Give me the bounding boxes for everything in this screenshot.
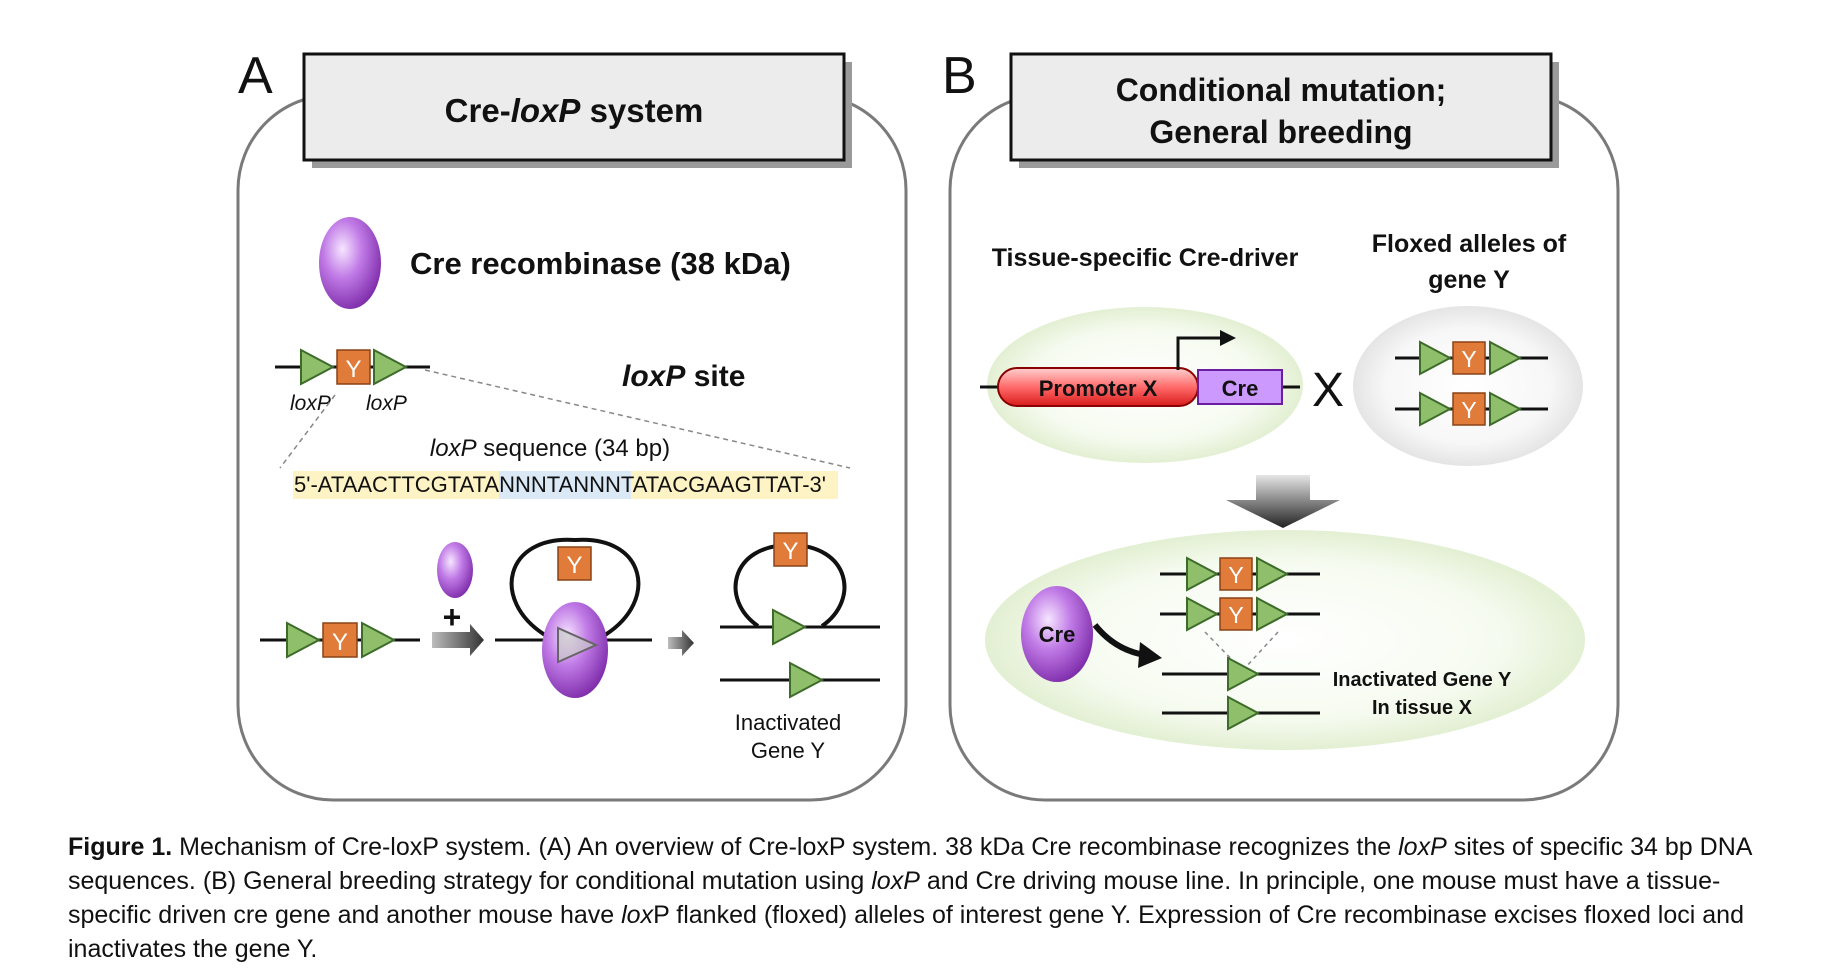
- offspring-floxed-allele-2: Y: [1160, 596, 1320, 632]
- caption-italic-3: lox: [621, 901, 654, 929]
- figure-diagram: A Cre-loxP system Cre recombinase (38 kD…: [236, 47, 1620, 802]
- panel-b-title-box: [1009, 52, 1553, 162]
- transcription-start-arrow: [1176, 336, 1222, 370]
- zoom-line-left: [279, 394, 336, 469]
- loxp-site-label: loxP site: [622, 360, 745, 393]
- reaction-arrow-2: [668, 630, 694, 656]
- substrate-gene-y: Y: [332, 629, 348, 656]
- excised-products: Y: [720, 532, 880, 699]
- floxed-alleles-ellipse: [1353, 306, 1583, 466]
- loxp-triangle-left: [300, 348, 336, 386]
- panel-a: A Cre-loxP system Cre recombinase (38 kD…: [236, 47, 908, 802]
- reaction-arrow-1: [432, 624, 484, 656]
- gene-y-box: [336, 349, 371, 385]
- panel-a-inactivated-line1: Inactivated: [735, 710, 841, 735]
- loxp-triangle-right: [373, 348, 409, 386]
- cre-gene-box: [1197, 369, 1283, 405]
- caption-text-1: Mechanism of Cre-loxP system. (A) An ove…: [172, 833, 1399, 861]
- inactivated-allele-2: [1162, 695, 1320, 731]
- caption-text-3: and Cre driving mouse line. In principle…: [68, 867, 1721, 929]
- floxed-allele-1: Y: [1395, 340, 1548, 376]
- cre-gene-label: Cre: [1222, 376, 1259, 401]
- intermediate-gene-y: Y: [566, 552, 582, 579]
- floxed-substrate: Y: [260, 621, 420, 659]
- offspring-cre-oval: [1021, 586, 1093, 682]
- excision-dash-right: [1244, 631, 1279, 669]
- caption-text-4: P flanked (floxed) alleles of interest g…: [68, 901, 1744, 963]
- seq-highlight-3: [631, 471, 838, 499]
- panel-a-title-box: [302, 52, 846, 162]
- offspring-allele-2-gene: Y: [1228, 602, 1243, 628]
- inactivated-allele-1: [1162, 656, 1320, 692]
- zoom-line-right: [424, 369, 851, 469]
- floxed-allele-2: Y: [1395, 391, 1548, 427]
- cre-recombinase-label: Cre recombinase (38 kDa): [410, 246, 791, 281]
- loxp-sequence: 5'-ATAACTTCGTATANNNTANNNTATACGAAGTTAT-3': [294, 472, 826, 497]
- offspring-floxed-allele-1: Y: [1160, 556, 1320, 592]
- loxp-sequence-title: loxP sequence (34 bp): [430, 435, 670, 462]
- caption-label: Figure 1.: [68, 833, 173, 861]
- cross-symbol: X: [1312, 364, 1344, 417]
- caption-italic-2: loxP: [871, 867, 920, 895]
- floxed-allele-2-gene: Y: [1461, 397, 1476, 423]
- loxp-label-left: loxP: [290, 392, 331, 415]
- product-gene-y: Y: [782, 538, 798, 565]
- caption-text-2: sites of specific 34 bp DNA sequences. (…: [68, 833, 1752, 895]
- loxp-label-right: loxP: [366, 392, 407, 415]
- transcription-arrowhead: [1220, 330, 1236, 346]
- panel-a-letter: A: [238, 47, 273, 105]
- cre-action-arrowhead: [1138, 642, 1162, 668]
- cre-driver-label: Tissue-specific Cre-driver: [992, 244, 1299, 272]
- panel-b-title-line1: Conditional mutation;: [1116, 72, 1447, 108]
- loxp-site-construct: Y loxP loxP: [275, 348, 430, 415]
- promoter-x-label: Promoter X: [1039, 376, 1158, 401]
- panel-a-title: Cre-loxP system: [445, 92, 704, 129]
- floxed-label-line2: gene Y: [1428, 266, 1510, 294]
- plus-sign: +: [443, 599, 462, 635]
- seq-highlight-1: [293, 471, 499, 499]
- panel-b: B Conditional mutation; General breeding…: [942, 47, 1620, 802]
- small-cre-oval: [437, 542, 473, 598]
- caption-italic-1: loxP: [1398, 833, 1447, 861]
- floxed-allele-1-gene: Y: [1461, 346, 1476, 372]
- offspring-allele-1-gene: Y: [1228, 562, 1243, 588]
- offspring-ellipse: [985, 530, 1585, 750]
- gene-y-letter: Y: [345, 356, 361, 383]
- figure-caption: Figure 1. Mechanism of Cre-loxP system. …: [68, 830, 1788, 966]
- panel-b-title-line2: General breeding: [1149, 114, 1412, 150]
- panel-a-inactivated-line2: Gene Y: [751, 738, 826, 763]
- offspring-cre-label: Cre: [1039, 622, 1076, 647]
- cre-recombinase-oval: [319, 217, 381, 309]
- panel-b-inactivated-line1: Inactivated Gene Y: [1333, 669, 1512, 691]
- recombination-intermediate: Y: [495, 537, 652, 698]
- breeding-down-arrow: [1226, 475, 1340, 528]
- seq-highlight-2: [499, 471, 631, 499]
- floxed-label-line1: Floxed alleles of: [1372, 230, 1567, 258]
- panel-b-inactivated-line2: In tissue X: [1372, 697, 1473, 719]
- panel-b-letter: B: [942, 47, 977, 105]
